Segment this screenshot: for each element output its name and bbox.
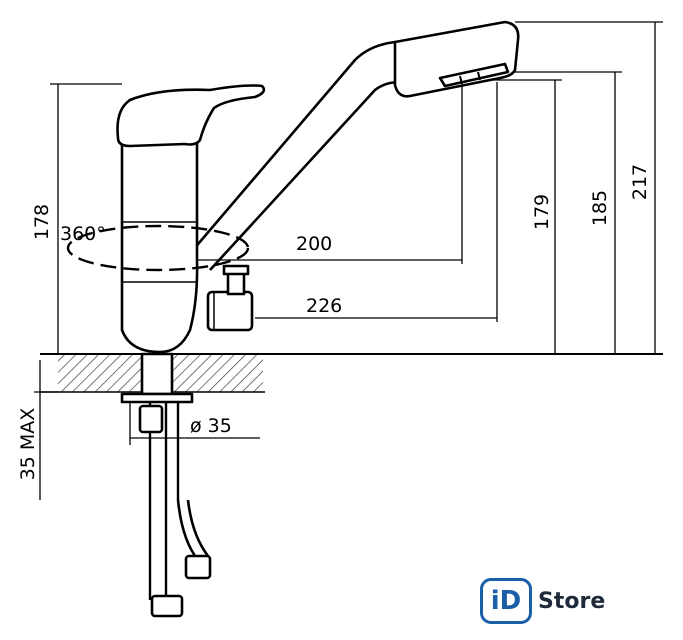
dim-217: 217 [629,164,651,200]
dim-226: 226 [306,295,342,317]
dim-35-max: 35 MAX [17,408,39,481]
shank-and-hoses [120,352,212,618]
dimension-lines [34,21,663,500]
dim-178: 178 [31,204,53,240]
dim-185: 185 [589,190,611,226]
countertop [40,353,663,393]
rotation-ellipse [66,224,250,272]
brand-logo: iD Store [480,578,605,624]
dim-179: 179 [531,194,553,230]
dim-rotation: 360° [60,223,106,245]
faucet-body [116,84,266,354]
brand-name: Store [538,588,606,614]
dim-diameter: ø 35 [190,415,232,437]
dim-200: 200 [296,233,332,255]
brand-badge: iD [480,578,532,624]
spout [192,20,520,271]
